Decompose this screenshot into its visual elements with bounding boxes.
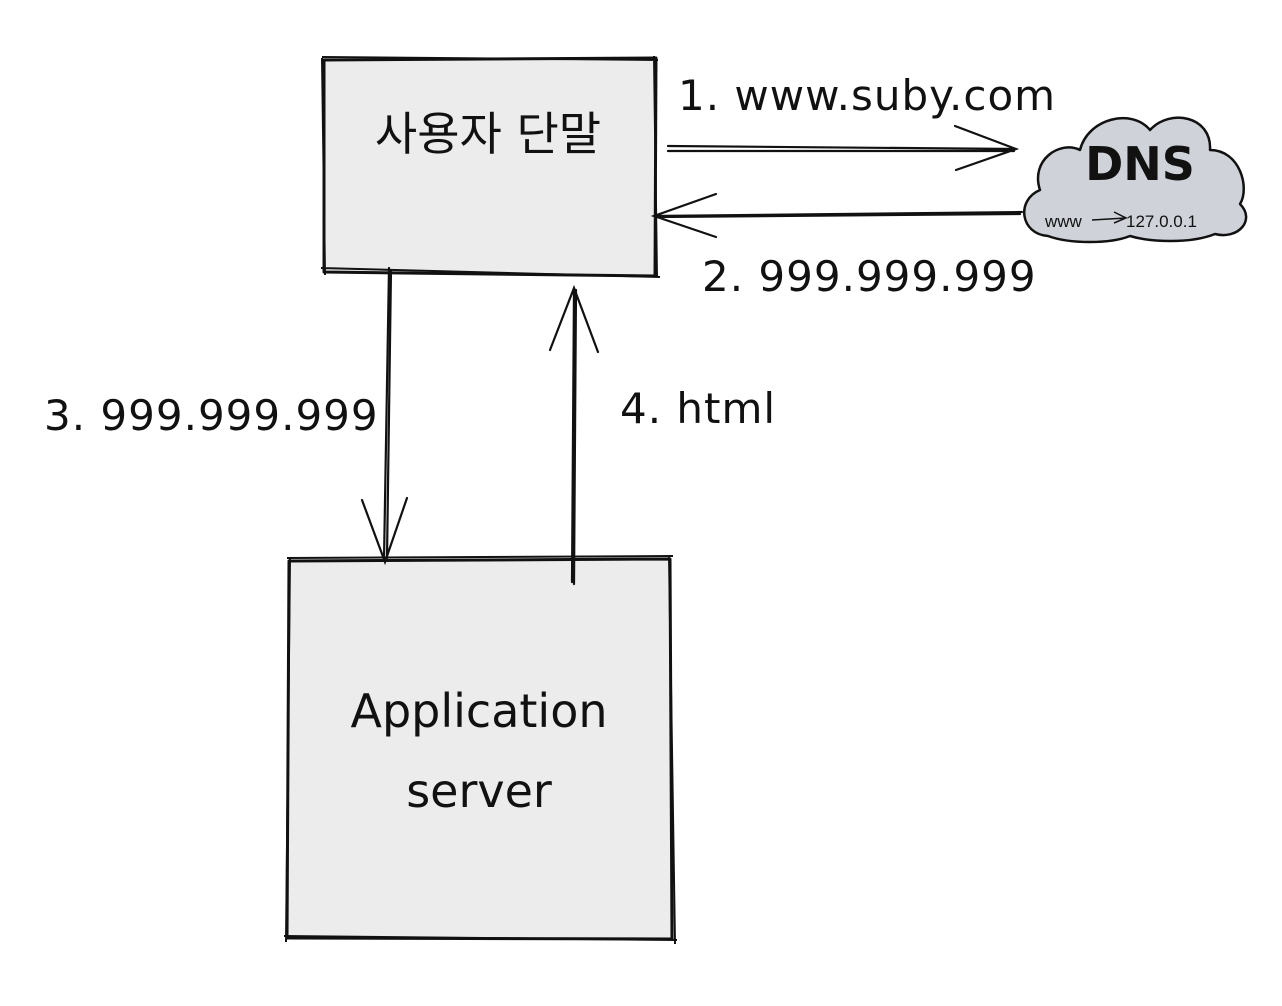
edge-step2: 2. 999.999.999 [650, 192, 1037, 301]
server-box [285, 557, 674, 941]
dns-cloud [1023, 116, 1248, 244]
arrow-client-to-dns [666, 124, 1020, 172]
dns-title: DNS [1085, 137, 1195, 191]
arrow-server-to-client [548, 284, 600, 586]
step2-label: 2. 999.999.999 [702, 252, 1037, 301]
edge-step3: 3. 999.999.999 [44, 266, 409, 566]
server-label-line2: server [406, 764, 552, 818]
arrow-client-to-server [360, 266, 409, 566]
edge-step1: 1. www.suby.com [666, 71, 1056, 172]
server-label-line1: Application [350, 684, 607, 738]
dns-record-ip: 127.0.0.1 [1126, 212, 1197, 231]
client-label: 사용자 단말 [375, 107, 601, 161]
dns-record-name: www [1044, 212, 1083, 231]
client-box-sketch-line [320, 55, 661, 279]
arrow-dns-to-client [650, 192, 1024, 239]
edge-step4: 4. html [548, 284, 776, 586]
dns-record-arrow [1091, 211, 1128, 224]
step3-label: 3. 999.999.999 [44, 391, 379, 440]
dns-node: DNS www 127.0.0.1 [1023, 116, 1248, 244]
client-box [322, 56, 658, 278]
server-box-sketch-line [283, 555, 678, 945]
client-node: 사용자 단말 [320, 55, 661, 279]
step1-label: 1. www.suby.com [678, 71, 1056, 120]
step4-label: 4. html [620, 384, 776, 433]
server-node: Application server [283, 555, 678, 945]
